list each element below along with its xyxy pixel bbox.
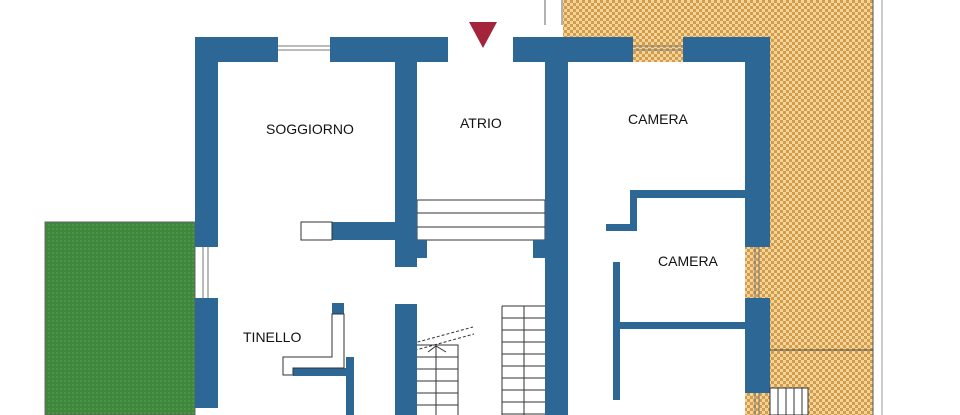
stairs-lower: [402, 305, 545, 415]
outside-steps: [769, 387, 809, 415]
stair-direction-arrow-icon: [427, 345, 447, 353]
garden-area: [44, 221, 196, 415]
walls: [195, 37, 770, 415]
entrance-triangle-icon: [469, 22, 497, 48]
room-label-atrio: ATRIO: [460, 115, 502, 131]
room-label-camera-1: CAMERA: [628, 111, 689, 127]
windows: [202, 45, 760, 415]
room-label-tinello: TINELLO: [243, 329, 301, 345]
room-label-camera-2: CAMERA: [658, 253, 719, 269]
room-label-soggiorno: SOGGIORNO: [266, 121, 354, 137]
wall-outlines: [282, 221, 345, 376]
